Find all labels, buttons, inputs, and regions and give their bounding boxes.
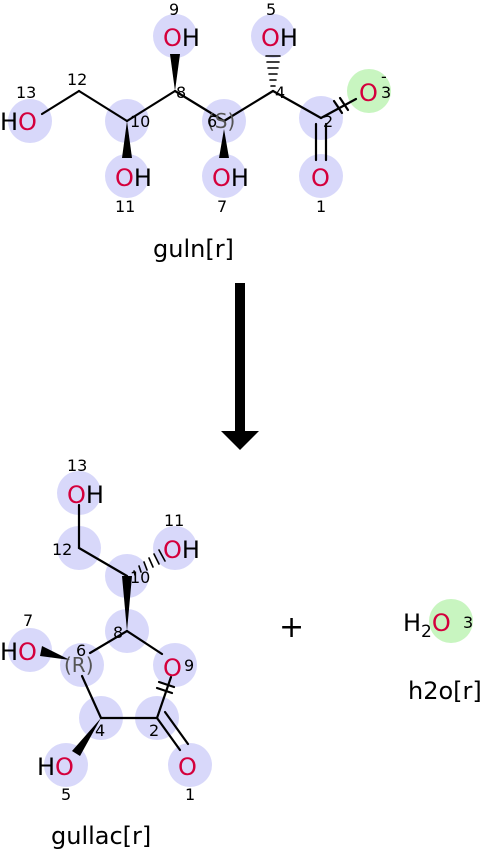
substrate-molecule: OH OH HO OH OH O O (S) 9 5 13 12 8 4 10 … bbox=[0, 0, 391, 263]
svg-text:HO: HO bbox=[37, 753, 74, 781]
atom-number: 5 bbox=[266, 0, 276, 19]
atom-number: 9 bbox=[169, 0, 179, 19]
svg-text:HO: HO bbox=[0, 638, 37, 666]
stereo-label-r: (R) bbox=[64, 653, 94, 677]
svg-text:O: O bbox=[178, 753, 197, 781]
product-molecule-water: H2O 3 h2o[r] bbox=[403, 599, 482, 705]
atom-number: 5 bbox=[61, 785, 71, 804]
atom-number: 10 bbox=[130, 112, 150, 131]
svg-text:H2O: H2O bbox=[403, 609, 451, 642]
atom-number: 3 bbox=[463, 613, 473, 632]
svg-text:HO: HO bbox=[0, 108, 37, 136]
atom-number: 3 bbox=[381, 83, 391, 102]
svg-text:OH: OH bbox=[163, 24, 200, 52]
plus-sign: + bbox=[279, 610, 304, 645]
atom-number: 1 bbox=[316, 197, 326, 216]
product-label-gullac: gullac[r] bbox=[51, 822, 151, 850]
svg-text:O: O bbox=[359, 79, 378, 107]
svg-text:O: O bbox=[163, 654, 182, 682]
hashed-bond bbox=[133, 549, 166, 576]
atom-number: 13 bbox=[16, 83, 36, 102]
atom-number: 9 bbox=[184, 656, 194, 675]
svg-text:OH: OH bbox=[67, 481, 104, 509]
reaction-arrow bbox=[221, 283, 259, 450]
atom-number: 1 bbox=[185, 785, 195, 804]
hashed-bond bbox=[265, 55, 281, 87]
atom-number: 8 bbox=[176, 83, 186, 102]
atom-number: 2 bbox=[323, 112, 333, 131]
atom-number: 11 bbox=[164, 511, 184, 530]
atom-number: 12 bbox=[52, 540, 72, 559]
product-molecule-gullac: OH OH HO O HO O (R) 13 11 12 10 8 7 6 9 … bbox=[0, 456, 212, 850]
svg-text:OH: OH bbox=[163, 536, 200, 564]
svg-text:OH: OH bbox=[212, 164, 249, 192]
atom-number: 7 bbox=[217, 197, 227, 216]
product-label-water: h2o[r] bbox=[408, 677, 482, 705]
svg-text:O: O bbox=[311, 164, 330, 192]
atom-number: 2 bbox=[149, 721, 159, 740]
atom-number: 6 bbox=[76, 641, 86, 660]
charge-label: - bbox=[381, 67, 387, 86]
substrate-label: guln[r] bbox=[153, 235, 234, 263]
stereo-label-s: (S) bbox=[207, 109, 235, 133]
atom-number: 7 bbox=[23, 611, 33, 630]
atom-number: 4 bbox=[95, 721, 105, 740]
atom-number: 11 bbox=[115, 197, 135, 216]
svg-text:OH: OH bbox=[261, 24, 298, 52]
atom-number: 12 bbox=[67, 70, 87, 89]
atom-number: 10 bbox=[130, 568, 150, 587]
atom-number: 13 bbox=[67, 456, 87, 475]
atom-number: 4 bbox=[275, 83, 285, 102]
svg-text:OH: OH bbox=[115, 164, 152, 192]
atom-number: 8 bbox=[113, 623, 123, 642]
atom-number: 6 bbox=[207, 112, 217, 131]
